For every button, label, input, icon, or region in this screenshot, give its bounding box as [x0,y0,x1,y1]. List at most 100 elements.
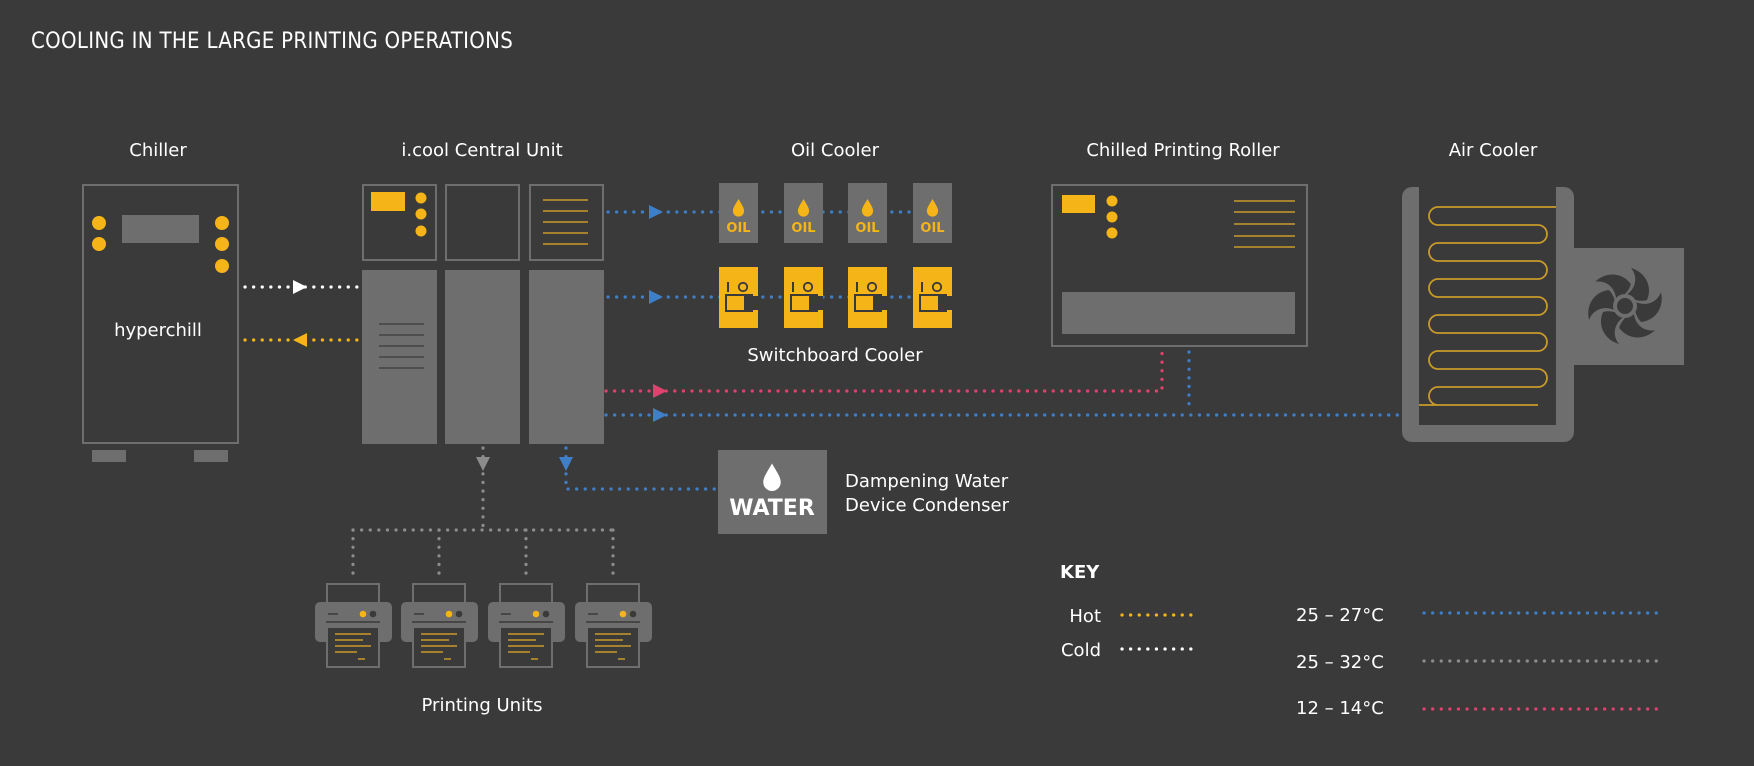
chiller-label: Chiller [129,140,187,161]
air-cooler-label: Air Cooler [1449,140,1538,161]
printer-paper-tray [326,583,380,605]
oil-cooler-unit: OIL [784,183,823,243]
fan-blade [1600,311,1625,344]
oil-cooler-label: Oil Cooler [791,140,880,161]
printing-units: Printing Units [315,583,652,716]
printer-output-page [326,626,380,668]
oil-unit-text: OIL [726,221,750,236]
oil-unit-text: OIL [791,221,815,236]
switch-toggle-off-area [873,296,887,310]
oil-cooler-unit: OIL [913,183,952,243]
roller-body [1051,184,1308,347]
printer-power-light [369,610,377,618]
printer-power-light [455,610,463,618]
control-lights [415,192,427,237]
switchboard-unit [719,267,758,328]
central-unit: i.cool Central Unit [362,140,604,444]
oil-cooler-unit: OIL [719,183,758,243]
printer-icon [575,583,652,668]
printer-output-page [499,626,553,668]
oil-cooler: Oil Cooler OIL OIL OIL OIL [719,140,952,243]
central-unit-cabinet [445,270,520,444]
fan-icon [1588,268,1662,344]
air-cooler-coil-chamber [1419,187,1556,425]
flow-arrow-icon [653,408,667,422]
fan-blade [1595,274,1631,301]
printer-icon [315,583,392,668]
water-pipe [564,446,718,491]
printer-status-light [619,610,627,618]
connection-lines [243,205,1400,578]
oil-cooler-unit: OIL [848,183,887,243]
switch-off-mark [866,281,878,293]
fan-blade [1588,289,1617,320]
chiller-body [82,184,239,444]
printer-power-light [629,610,637,618]
central-unit-cabinet [529,270,604,444]
switch-toggle-knob [793,297,802,309]
vent-lines [543,199,588,245]
flow-arrow-icon [293,280,307,294]
switch-off-mark [737,281,749,293]
page-title: COOLING IN THE LARGE PRINTING OPERATIONS [31,29,513,54]
roller-lights [1106,195,1118,239]
dampening-label-line2: Device Condenser [845,495,1010,516]
central-unit-label: i.cool Central Unit [401,140,562,161]
roller-drum [1062,292,1295,334]
switch-toggle-off-area [938,296,952,310]
switchboard-cooler: Switchboard Cooler [719,267,952,366]
printer-paper-tray [586,583,640,605]
legend-label-gray: 25 – 32°C [1296,652,1384,673]
printer-icon [488,583,565,668]
chiller: Chiller hyperchill [82,140,239,462]
oil-unit-text: OIL [920,221,944,236]
chiller-indicator-lights [92,216,229,273]
switchboard-unit [848,267,887,328]
legend-label-cold: Cold [1061,640,1101,661]
cabinet-vent [379,323,424,369]
switch-toggle-knob [857,297,866,309]
chiller-foot [194,450,228,462]
central-unit-vent-module [529,184,604,261]
flow-arrow-icon [293,333,307,347]
legend-label-pink: 12 – 14°C [1296,698,1384,719]
dampening-water-device: WATER Dampening Water Device Condenser [718,450,1010,534]
switch-off-mark [931,281,943,293]
switch-toggle-off-area [744,296,758,310]
legend-title: KEY [1060,562,1100,583]
cooling-coil [1419,206,1556,406]
flow-arrow-icon [649,290,663,304]
legend-label-hot: Hot [1069,606,1101,627]
roller-supply-pipe [604,348,1164,393]
switch-toggle-knob [728,297,737,309]
flow-arrow-icon [476,457,490,471]
fan-blade [1633,292,1662,323]
switchboard-unit [784,267,823,328]
printing-units-label: Printing Units [422,695,543,716]
printer-output-page [412,626,466,668]
flow-arrow-icon [649,205,663,219]
chilled-roller-label: Chilled Printing Roller [1086,140,1280,161]
printer-power-light [542,610,550,618]
control-display [371,192,405,211]
chiller-display [122,215,199,243]
switchboard-unit [913,267,952,328]
printer-status-light [359,610,367,618]
printer-icon [401,583,478,668]
oil-unit-text: OIL [855,221,879,236]
switch-off-mark [802,281,814,293]
printer-status-light [532,610,540,618]
switchboard-cooler-label: Switchboard Cooler [747,345,923,366]
printer-output-page [586,626,640,668]
flow-arrow-icon [559,457,573,471]
switch-toggle-knob [922,297,931,309]
chilled-printing-roller: Chilled Printing Roller [1051,140,1308,347]
printer-paper-tray [412,583,466,605]
dampening-label-line1: Dampening Water [845,471,1009,492]
air-cooler: Air Cooler [1402,140,1684,442]
switch-toggle-off-area [809,296,823,310]
central-unit-blank-module [445,184,520,261]
chiller-foot [92,450,126,462]
central-unit-control-module [362,184,437,261]
